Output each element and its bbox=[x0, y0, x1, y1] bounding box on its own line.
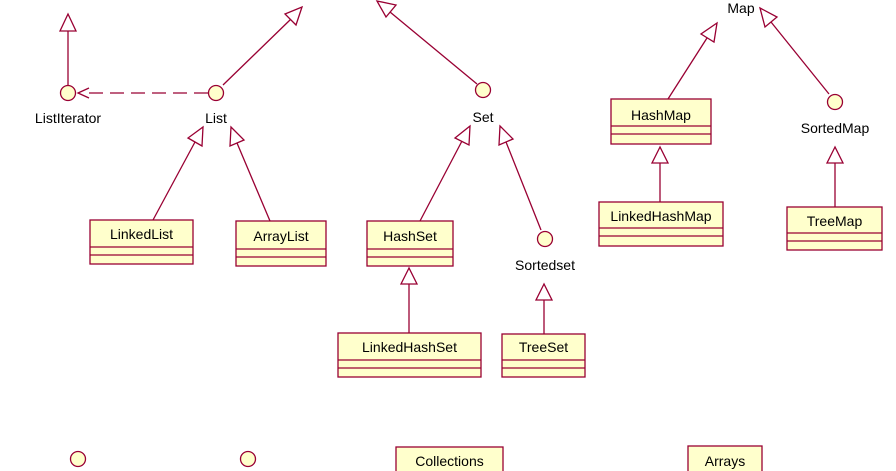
interface-label-set: Set bbox=[472, 109, 493, 125]
interface-label-list: List bbox=[205, 110, 227, 126]
class-collections: Collections bbox=[395, 446, 504, 471]
arrowhead-list-parent bbox=[283, 5, 304, 27]
class-hashset: HashSet bbox=[366, 220, 454, 267]
class-name-arraylist: ArrayList bbox=[253, 228, 308, 244]
interface-label-listiterator: ListIterator bbox=[35, 110, 101, 126]
interface-circle-unlabeled bbox=[69, 450, 87, 468]
class-name-linkedlist: LinkedList bbox=[110, 226, 173, 242]
arrowhead-linkedhashset-hashset bbox=[399, 266, 419, 285]
arrowhead-listiterator-parent bbox=[58, 12, 78, 32]
class-box bbox=[235, 220, 327, 267]
arrowhead-hashset-set bbox=[453, 124, 471, 147]
edge-linkedlist-list bbox=[152, 141, 196, 221]
class-name-hashmap: HashMap bbox=[631, 107, 691, 123]
class-arrays: Arrays bbox=[687, 445, 763, 471]
interface-label-map: Map bbox=[727, 0, 754, 16]
edge-sortedset-set bbox=[505, 141, 542, 231]
class-box bbox=[786, 206, 883, 251]
arrowhead-treeset-sortedset bbox=[534, 282, 554, 301]
interface-circle bbox=[207, 84, 225, 102]
arrowhead-sortedset-set bbox=[498, 124, 515, 147]
class-name-hashset: HashSet bbox=[383, 228, 437, 244]
class-box bbox=[366, 220, 454, 267]
interface-listiterator: ListIterator bbox=[35, 84, 101, 126]
edge-arraylist-list bbox=[236, 142, 271, 222]
arrowhead-list-listiterator bbox=[76, 87, 90, 99]
arrowhead-set-parent bbox=[375, 0, 398, 19]
interface-label-sortedset: Sortedset bbox=[515, 257, 575, 273]
edge-sortedmap-map bbox=[770, 21, 830, 95]
class-box bbox=[610, 98, 712, 145]
class-name-linkedhashmap: LinkedHashMap bbox=[610, 208, 711, 224]
class-box bbox=[337, 332, 482, 378]
class-linkedhashmap: LinkedHashMap bbox=[598, 201, 724, 247]
arrowhead-hashmap-map bbox=[699, 21, 718, 44]
class-treeset: TreeSet bbox=[501, 333, 586, 378]
interface-label-sortedmap: SortedMap bbox=[801, 120, 870, 136]
class-name-arrays: Arrays bbox=[705, 453, 745, 469]
class-name-treemap: TreeMap bbox=[807, 213, 863, 229]
interfaces: ListIterator List Set Sortedset Map Sort… bbox=[35, 0, 870, 468]
class-box bbox=[395, 446, 504, 471]
class-name-collections: Collections bbox=[415, 453, 483, 469]
interface-circle-unlabeled bbox=[239, 450, 257, 468]
class-box bbox=[687, 445, 763, 471]
class-linkedlist: LinkedList bbox=[89, 219, 194, 265]
class-name-treeset: TreeSet bbox=[519, 339, 568, 355]
class-arraylist: ArrayList bbox=[235, 220, 327, 267]
arrowhead-arraylist-list bbox=[229, 125, 246, 148]
interface-map: Map bbox=[727, 0, 754, 16]
interface-circle bbox=[826, 93, 844, 111]
edges bbox=[58, 0, 845, 334]
interface-sortedset: Sortedset bbox=[515, 230, 575, 273]
class-name-linkedhashset: LinkedHashSet bbox=[362, 339, 457, 355]
arrowhead-linkedhashmap-hashmap bbox=[650, 145, 670, 164]
interface-circle bbox=[474, 81, 492, 99]
edge-set-parent bbox=[389, 11, 478, 85]
classes: LinkedList ArrayList HashSet LinkedHashS… bbox=[89, 98, 883, 471]
class-box bbox=[501, 333, 586, 378]
edge-hashmap-map bbox=[667, 37, 708, 100]
interface-list: List bbox=[205, 84, 227, 126]
arrowhead-treemap-sortedmap bbox=[825, 145, 845, 164]
edge-list-parent bbox=[222, 18, 292, 86]
arrowhead-linkedlist-list bbox=[186, 125, 204, 148]
interface-set: Set bbox=[472, 81, 494, 125]
class-treemap: TreeMap bbox=[786, 206, 883, 251]
class-box bbox=[89, 219, 194, 265]
interface-circle bbox=[59, 84, 77, 102]
arrowhead-sortedmap-map bbox=[758, 6, 779, 29]
interface-sortedmap: SortedMap bbox=[801, 93, 870, 136]
interface-circle bbox=[536, 230, 554, 248]
edge-hashset-set bbox=[419, 140, 463, 222]
class-box bbox=[598, 201, 724, 247]
class-linkedhashset: LinkedHashSet bbox=[337, 332, 482, 378]
class-hashmap: HashMap bbox=[610, 98, 712, 145]
